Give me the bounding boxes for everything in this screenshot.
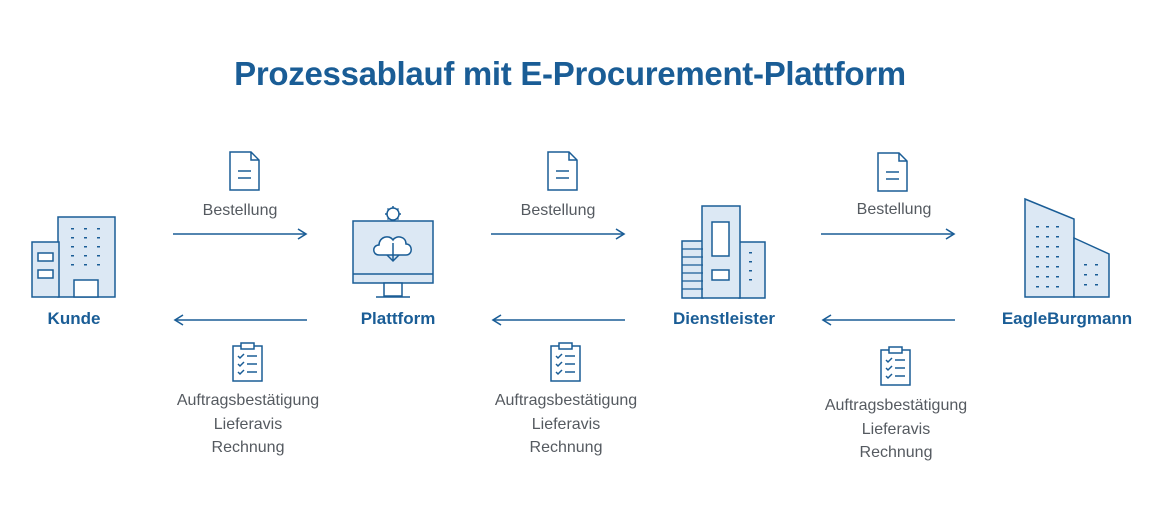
- document-icon: [229, 151, 260, 191]
- edge-label-bestellung-2: Bestellung: [520, 202, 596, 219]
- node-label-kunde: Kunde: [47, 309, 101, 328]
- arrow-forward-2: [491, 228, 626, 240]
- computer-cloud-download-icon: [352, 206, 434, 298]
- edge-line-lieferavis: Lieferavis: [213, 415, 283, 433]
- document-icon: [547, 151, 578, 191]
- clipboard-checklist-icon: [880, 346, 911, 386]
- node-label-plattform: Plattform: [360, 309, 436, 328]
- edge-line-auftragsbestaetigung: Auftragsbestätigung: [494, 392, 638, 409]
- node-label-eagleburgmann: EagleBurgmann: [1001, 309, 1133, 328]
- clipboard-checklist-icon: [232, 342, 263, 382]
- edge-line-auftragsbestaetigung: Auftragsbestätigung: [824, 397, 968, 414]
- diagram-title: Prozessablauf mit E-Procurement-Plattfor…: [234, 55, 906, 92]
- clipboard-checklist-icon: [550, 342, 581, 382]
- node-label-dienstleister: Dienstleister: [672, 309, 776, 328]
- edge-label-group-3: Auftragsbestätigung Lieferavis Rechnung: [786, 394, 1006, 465]
- arrow-forward-1: [173, 228, 308, 240]
- arrow-back-2: [491, 314, 625, 326]
- edge-label-group-2: Auftragsbestätigung Lieferavis Rechnung: [456, 389, 676, 460]
- edge-line-rechnung: Rechnung: [529, 439, 603, 456]
- edge-line-auftragsbestaetigung: Auftragsbestätigung: [176, 392, 320, 409]
- edge-line-lieferavis: Lieferavis: [531, 415, 601, 433]
- office-building-icon: [31, 216, 116, 298]
- edge-label-bestellung-3: Bestellung: [856, 201, 932, 218]
- edge-label-group-1: Auftragsbestätigung Lieferavis Rechnung: [138, 389, 358, 460]
- edge-line-lieferavis: Lieferavis: [861, 420, 931, 438]
- arrow-back-1: [173, 314, 307, 326]
- edge-label-bestellung-1: Bestellung: [202, 202, 278, 219]
- arrow-back-3: [821, 314, 955, 326]
- edge-line-rechnung: Rechnung: [859, 444, 933, 461]
- arrow-forward-3: [821, 228, 956, 240]
- industrial-buildings-icon: [681, 205, 766, 299]
- edge-line-rechnung: Rechnung: [211, 439, 285, 456]
- skyscraper-building-icon: [1024, 197, 1110, 298]
- document-icon: [877, 152, 908, 192]
